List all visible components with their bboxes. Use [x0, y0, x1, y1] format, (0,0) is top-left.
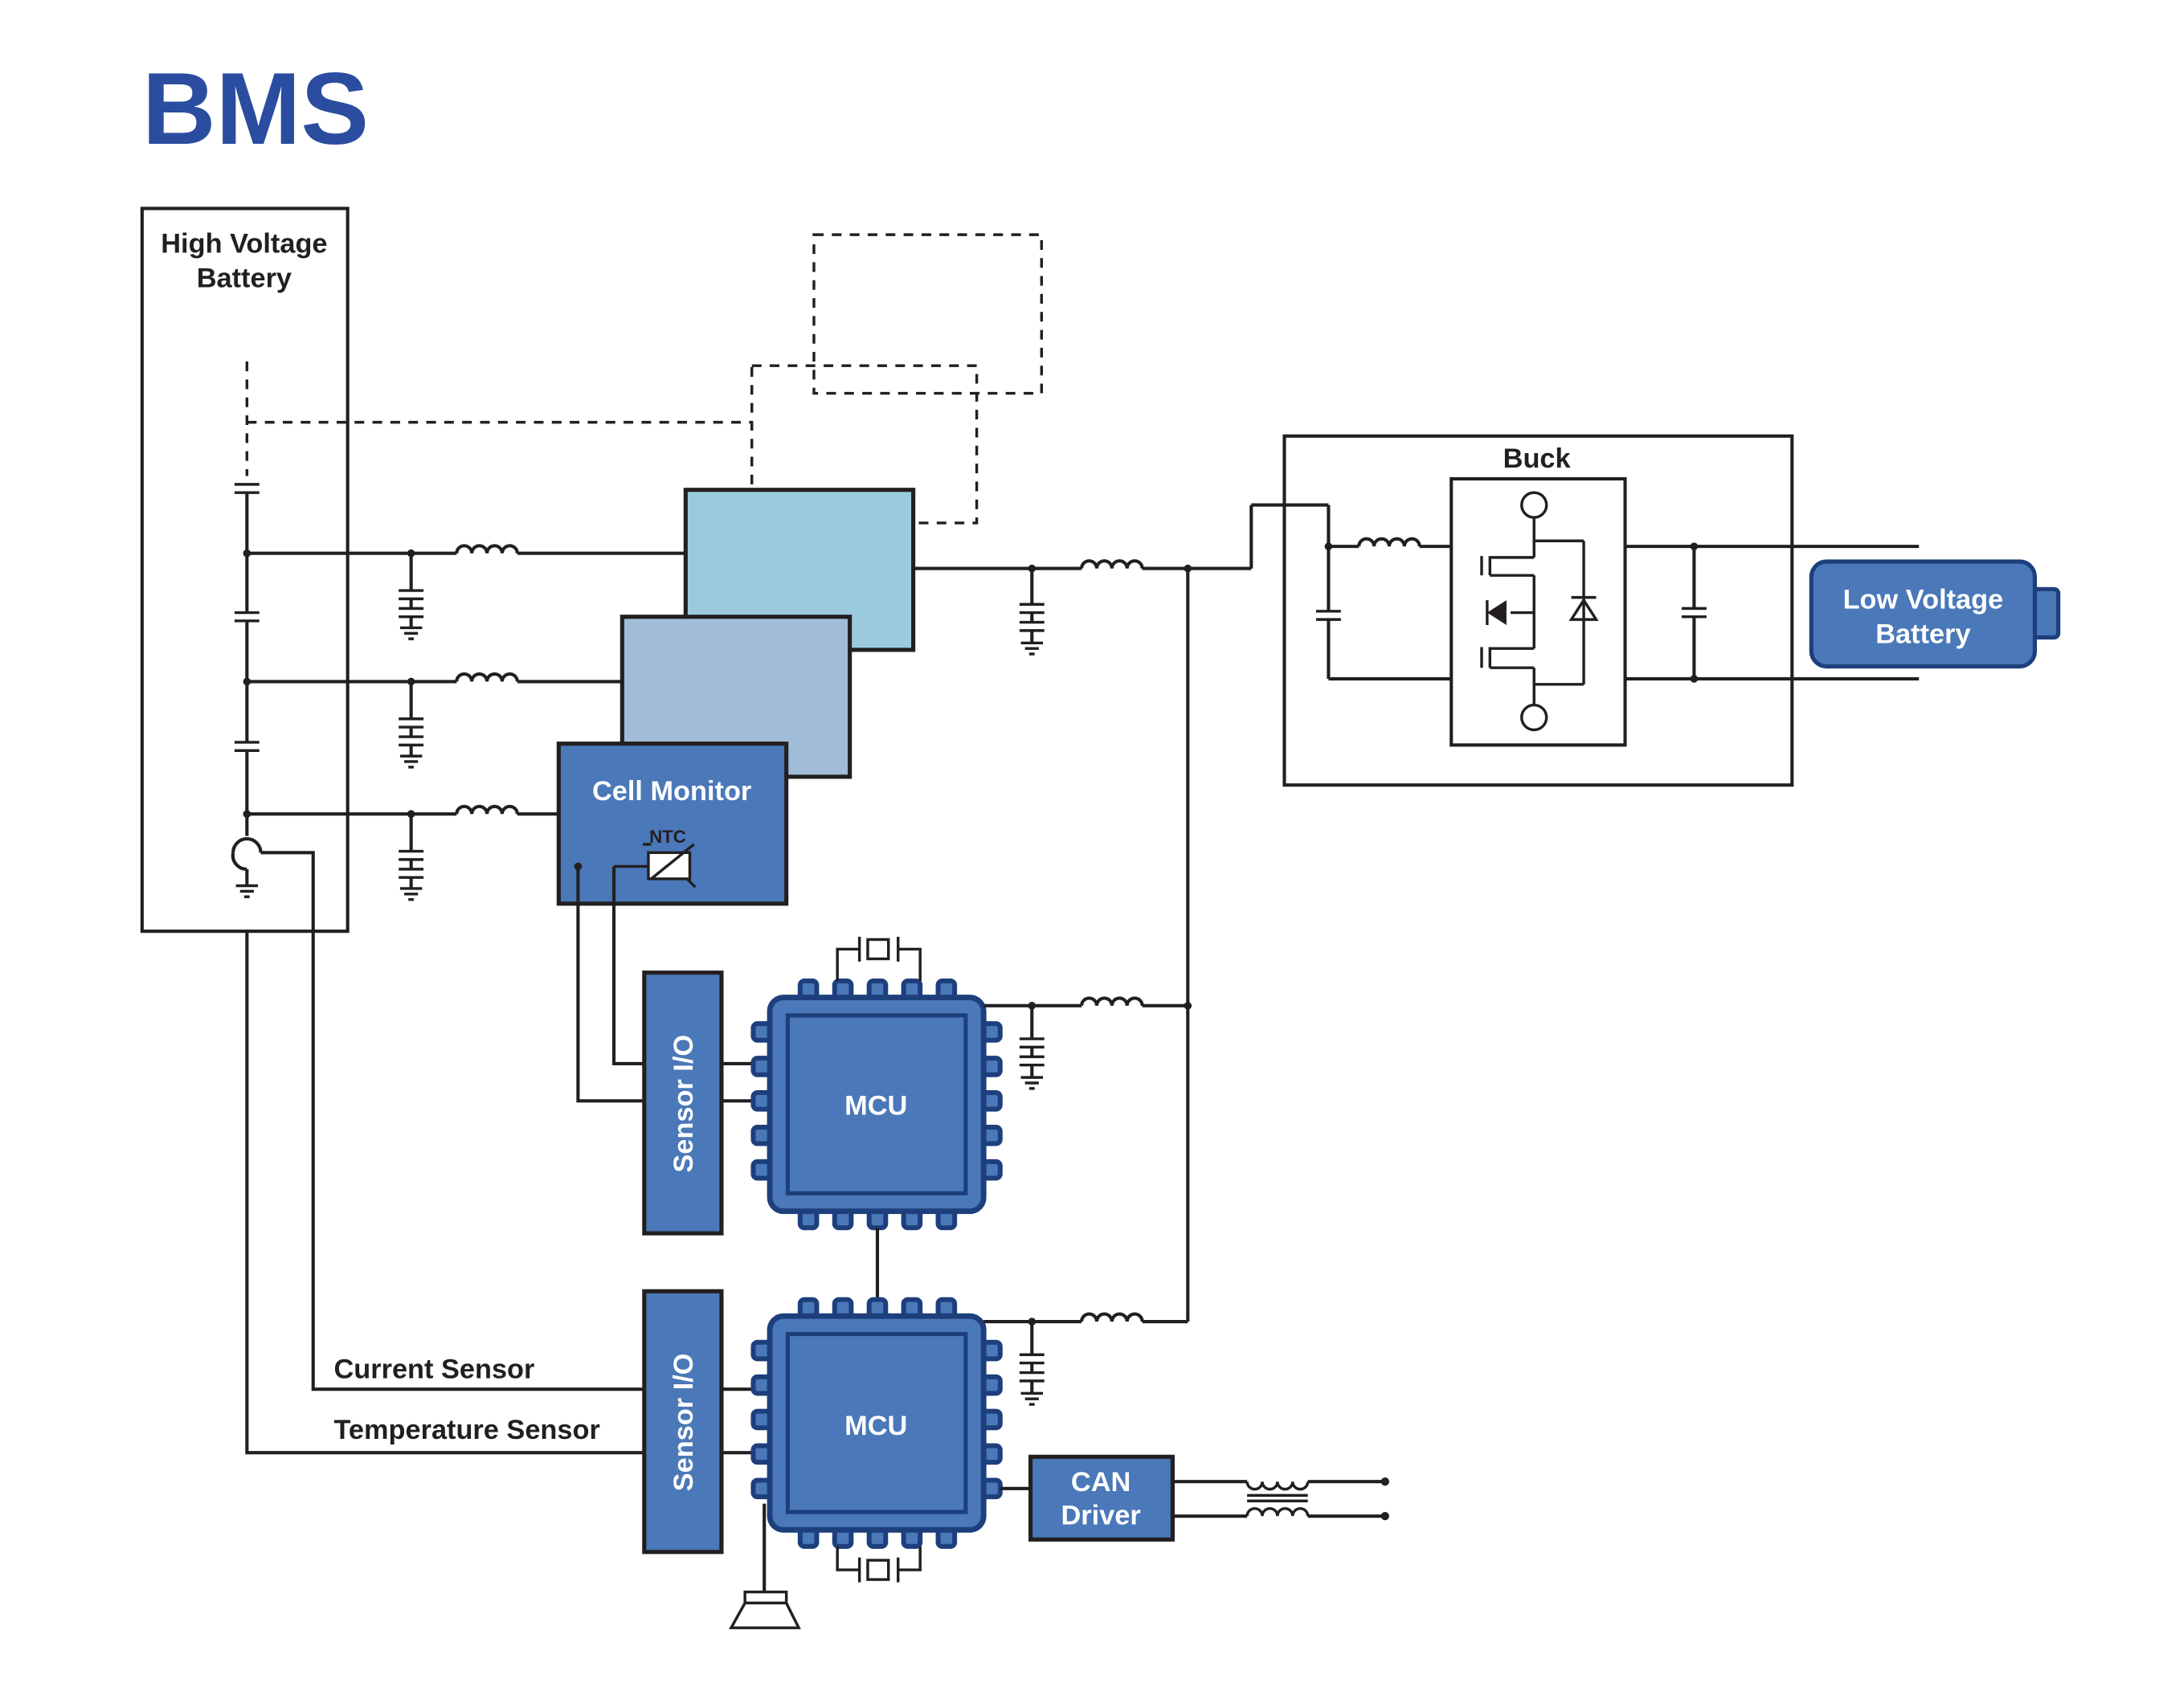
sensor-io-1-label: Sensor I/O — [669, 1035, 699, 1173]
buck-switch-icon — [1480, 491, 1599, 732]
current-sensor-label: Current Sensor — [333, 1354, 534, 1384]
can-driver-label-line1: CAN — [1071, 1467, 1131, 1498]
can-bus-choke — [1172, 1477, 1389, 1521]
cell-monitor-output-filter — [913, 559, 1252, 656]
lv-battery-label-line1: Low Voltage — [1843, 584, 2004, 615]
crystal-1-icon — [836, 937, 922, 981]
can-driver-label-line2: Driver — [1061, 1500, 1140, 1530]
sensor-io-2-label: Sensor I/O — [669, 1354, 699, 1492]
mcu-1-supply-filter — [983, 996, 1192, 1090]
buck-label: Buck — [1503, 443, 1572, 474]
dashed-module-back-1 — [750, 364, 979, 525]
dashed-module-back-2 — [812, 233, 1044, 395]
crystal-2-icon — [836, 1546, 922, 1583]
mcu-2-supply-filter — [983, 1312, 1188, 1406]
page-title: BMS — [142, 51, 369, 165]
lv-battery-label-line2: Battery — [1875, 619, 1970, 649]
filter-row-2 — [247, 672, 623, 769]
can-driver-block: CAN Driver — [1028, 1454, 1175, 1542]
filter-row-3 — [247, 804, 559, 901]
ntc-thermistor-icon — [614, 843, 697, 889]
cell-monitor-label: Cell Monitor — [592, 776, 751, 807]
mcu-1-label: MCU — [844, 1091, 907, 1122]
buzzer-icon — [729, 1503, 801, 1629]
sensor-io-block-1: Sensor I/O — [642, 970, 724, 1236]
filter-row-1 — [247, 544, 686, 640]
hv-battery-label-line1: High Voltage — [161, 228, 327, 259]
cell-monitor-block: Cell Monitor NTC — [556, 742, 789, 906]
mcu-1-chip: MCU — [750, 978, 1003, 1231]
hv-battery-label-line2: Battery — [197, 263, 292, 293]
buck-block: Buck — [1282, 434, 1920, 787]
ntc-label: NTC — [649, 827, 686, 847]
high-voltage-battery-block: High Voltage Battery — [140, 206, 350, 934]
temperature-sensor-label: Temperature Sensor — [333, 1415, 599, 1445]
mcu-2-label: MCU — [844, 1411, 907, 1441]
sensor-io-block-2: Sensor I/O — [642, 1289, 724, 1555]
low-voltage-battery-block: Low Voltage Battery — [1809, 559, 2061, 669]
mcu-2-chip: MCU — [750, 1297, 1003, 1549]
